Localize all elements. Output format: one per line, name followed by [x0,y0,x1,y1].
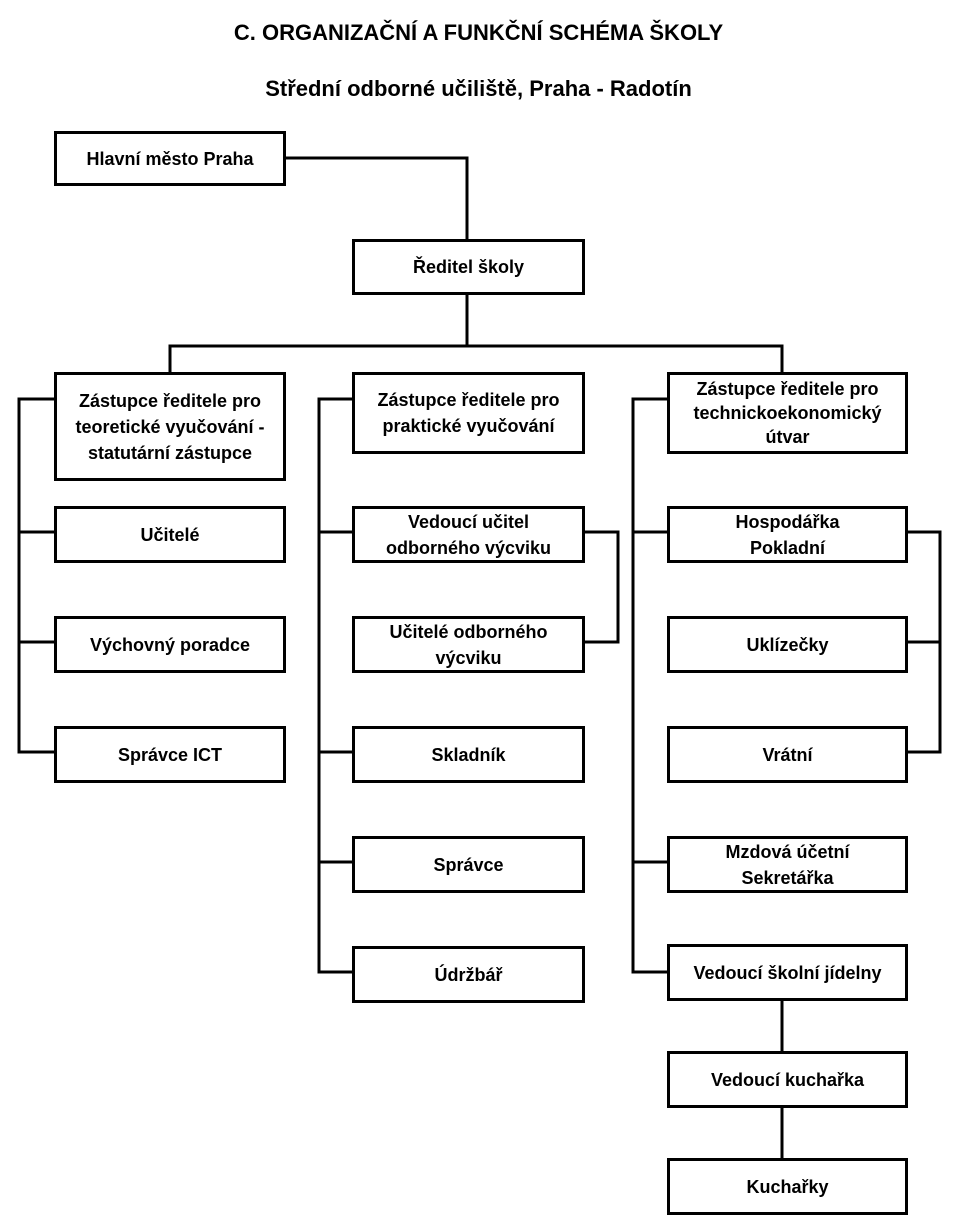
node-lead-vocational-teacher: Vedoucí učitel odborného výcviku [352,506,585,563]
connector-column3-spine [631,397,669,974]
node-canteen-head: Vedoucí školní jídelny [667,944,908,1001]
node-deputy-technical: Zástupce ředitele pro technickoekonomick… [667,372,908,454]
node-director: Ředitel školy [352,239,585,295]
page-title: C. ORGANIZAČNÍ A FUNKČNÍ SCHÉMA ŠKOLY [233,20,724,45]
node-head-cook: Vedoucí kuchařka [667,1051,908,1108]
node-bursar: Hospodářka Pokladní [667,506,908,563]
connector-column2-spine [317,397,354,974]
connector-column1-spine [17,397,56,754]
connector-city-director [283,156,469,242]
node-payroll: Mzdová účetní Sekretářka [667,836,908,893]
node-ict-admin: Správce ICT [54,726,286,783]
node-deputy-theory: Zástupce ředitele pro teoretické vyučová… [54,372,286,481]
node-storekeeper: Skladník [352,726,585,783]
node-deputy-practice: Zástupce ředitele pro praktické vyučován… [352,372,585,454]
node-porters: Vrátní [667,726,908,783]
node-counselor: Výchovný poradce [54,616,286,673]
page-subtitle: Střední odborné učiliště, Praha - Radotí… [265,76,692,101]
node-cleaners: Uklízečky [667,616,908,673]
node-city: Hlavní město Praha [54,131,286,186]
node-vocational-teachers: Učitelé odborného výcviku [352,616,585,673]
node-maintenance: Údržbář [352,946,585,1003]
connector-lead-to-vocational [583,530,620,644]
node-teachers: Učitelé [54,506,286,563]
node-caretaker: Správce [352,836,585,893]
node-cooks: Kuchařky [667,1158,908,1215]
